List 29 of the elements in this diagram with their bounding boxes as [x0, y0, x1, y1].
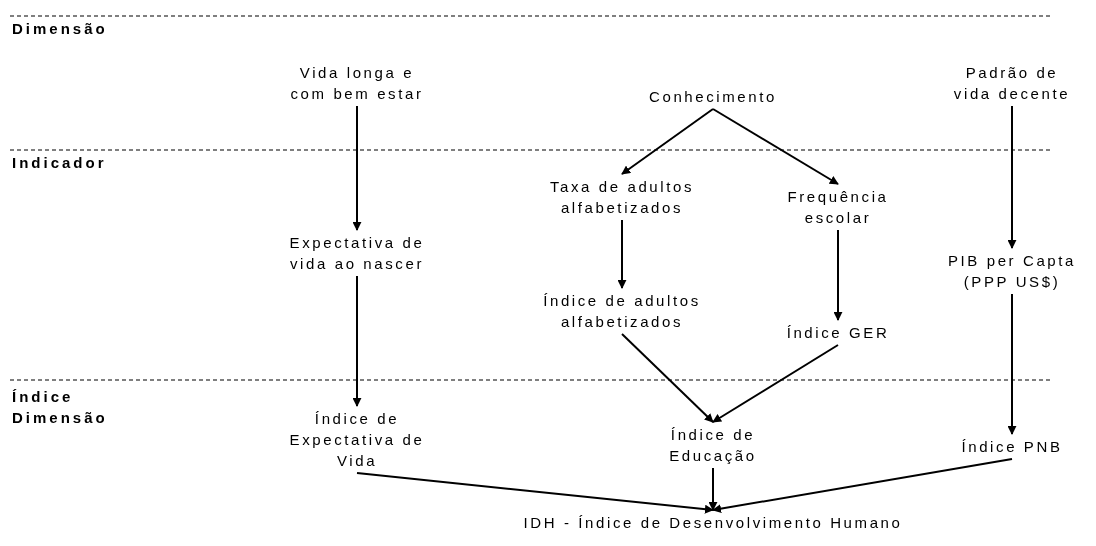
- arrow: [1007, 105, 1017, 249]
- row-label: Indicador: [12, 153, 108, 173]
- row-label: Índice Dimensão: [12, 387, 109, 428]
- node-text: Expectativa de vida ao nascer: [289, 234, 425, 272]
- arrow: [617, 219, 627, 289]
- arrow: [352, 275, 362, 407]
- arrow: [712, 458, 1013, 514]
- node-text: Índice de Educação: [669, 426, 757, 464]
- node-text: Conhecimento: [649, 88, 777, 105]
- node-text: Padrão de vida decente: [953, 64, 1071, 102]
- node-text: PIB per Capta (PPP US$): [948, 252, 1076, 290]
- arrow: [833, 229, 843, 321]
- node-text: Taxa de adultos alfabetizados: [549, 178, 695, 216]
- node-text: Frequência escolar: [787, 188, 889, 226]
- node-text: Índice de Expectativa de Vida: [289, 410, 425, 469]
- arrow: [621, 108, 714, 175]
- arrow: [356, 472, 714, 514]
- node-text: Índice GER: [786, 324, 890, 341]
- node-text: Índice de adultos alfabetizados: [543, 292, 701, 330]
- arrow: [708, 467, 718, 511]
- row-label: Dimensão: [12, 19, 109, 39]
- arrow: [712, 344, 839, 423]
- node-text: IDH - Índice de Desenvolvimento Humano: [523, 514, 903, 531]
- arrow: [712, 108, 839, 185]
- node-text: Índice PNB: [961, 438, 1063, 455]
- arrow: [352, 105, 362, 231]
- arrow: [621, 333, 714, 423]
- arrow: [1007, 293, 1017, 435]
- node-text: Vida longa e com bem estar: [290, 64, 424, 102]
